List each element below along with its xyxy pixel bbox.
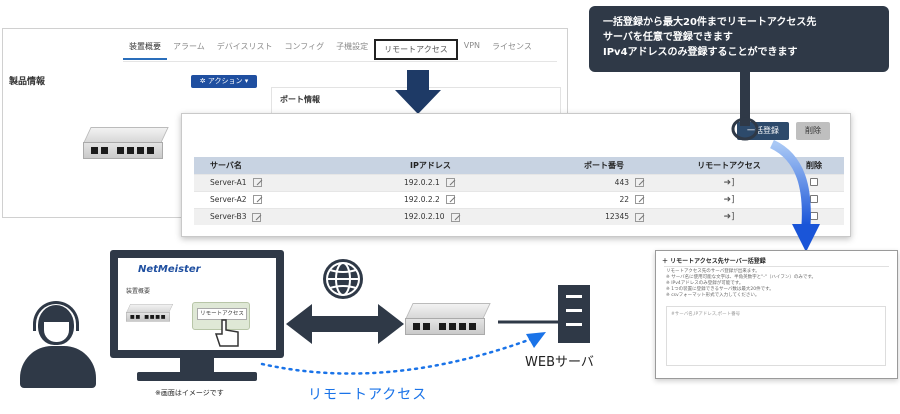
column-header-remote-access: リモートアクセス — [674, 157, 784, 174]
down-arrow-icon — [395, 70, 441, 114]
port-cell: 12345 — [605, 212, 629, 221]
dialog-divider — [664, 266, 889, 267]
tab-bar: 装置概要 アラーム デバイスリスト コンフィグ 子機設定 リモートアクセス VP… — [123, 39, 538, 60]
router-device-image — [83, 127, 169, 161]
dialog-instructions: リモートアクセス先のサーバ登録が出来ます。 ※ サーバ名に使用可能な文字は、半角… — [666, 269, 816, 298]
headset-icon — [33, 301, 79, 331]
edit-icon[interactable] — [445, 195, 455, 205]
user-face-icon — [44, 322, 69, 342]
edit-icon[interactable] — [635, 212, 644, 222]
screen-device-label: 装置概要 — [126, 288, 151, 295]
screen-remote-access-button[interactable]: リモートアクセス — [192, 302, 250, 330]
monitor-screen: NetMeister 装置概要 リモートアクセス — [118, 258, 276, 350]
csv-input-placeholder: #サーバ名,IPアドレス,ポート番号 — [671, 312, 741, 317]
delete-button[interactable]: 削除 — [796, 122, 830, 140]
callout-circle-icon — [731, 117, 759, 141]
edit-icon[interactable] — [252, 212, 262, 222]
tab-device-list[interactable]: デバイスリスト — [216, 42, 273, 51]
callout-line-3: IPv4アドレスのみ登録することができます — [603, 47, 798, 58]
monitor-base — [137, 372, 257, 381]
bulk-register-button[interactable]: 一括登録 — [737, 122, 789, 140]
monitor-icon: NetMeister 装置概要 リモートアクセス — [110, 250, 284, 358]
screen-router-image — [126, 304, 174, 323]
tab-remote-access[interactable]: リモートアクセス — [374, 39, 458, 60]
netmeister-logo: NetMeister — [138, 264, 201, 275]
csv-input-textarea[interactable]: #サーバ名,IPアドレス,ポート番号 — [666, 306, 886, 366]
edit-icon[interactable] — [635, 195, 644, 205]
column-header-server-name: サーバ名 — [194, 157, 394, 174]
bulk-register-dialog: ＋ リモートアクセス先サーバー括登録 リモートアクセス先のサーバ登録が出来ます。… — [655, 250, 898, 379]
remote-access-path — [260, 332, 546, 375]
tab-child-settings[interactable]: 子機設定 — [336, 42, 369, 51]
user-body-icon — [20, 346, 96, 388]
remote-access-server-panel: 一括登録 削除 サーバ名 IPアドレス ポート番号 リモートアクセス 削除 Se… — [181, 113, 851, 237]
tab-divider — [123, 61, 557, 62]
table-row: Server-B3 192.0.2.10 12345 ➜] — [194, 207, 844, 225]
table-row: Server-A1 192.0.2.1 443 ➜] — [194, 173, 844, 191]
remote-access-icon[interactable]: ➜] — [723, 177, 735, 188]
remote-access-icon[interactable]: ➜] — [723, 211, 735, 222]
monitor-stand — [180, 358, 214, 372]
curved-arrow-icon — [769, 140, 820, 252]
callout-line-2: サーバを任意で登録できます — [603, 32, 733, 43]
port-info-title: ポート情報 — [280, 95, 320, 104]
column-header-ip: IPアドレス — [394, 157, 534, 174]
image-note: ※画面はイメージです — [155, 389, 224, 397]
server-name-cell: Server-B3 — [210, 212, 247, 221]
tab-vpn[interactable]: VPN — [463, 41, 481, 50]
action-dropdown-button[interactable]: ✲ アクション ▾ — [191, 75, 257, 88]
callout-pointer — [740, 71, 750, 126]
remote-access-icon[interactable]: ➜] — [723, 194, 735, 205]
edit-icon[interactable] — [450, 212, 460, 222]
edit-icon[interactable] — [252, 195, 262, 205]
edit-icon[interactable] — [445, 178, 455, 188]
port-cell: 22 — [619, 194, 629, 204]
delete-checkbox[interactable] — [810, 177, 818, 186]
tab-device-overview[interactable]: 装置概要 — [123, 39, 167, 60]
server-icon — [558, 285, 590, 343]
tab-license[interactable]: ライセンス — [492, 42, 532, 51]
bidirectional-arrow-icon — [286, 304, 404, 344]
server-name-cell: Server-A2 — [210, 194, 247, 204]
edit-icon[interactable] — [635, 178, 644, 188]
ip-cell: 192.0.2.2 — [404, 194, 440, 204]
ip-cell: 192.0.2.1 — [404, 177, 440, 187]
hand-pointer-icon — [214, 319, 239, 347]
globe-icon — [323, 259, 363, 299]
delete-checkbox[interactable] — [810, 194, 818, 203]
remote-access-label: リモートアクセス — [308, 387, 428, 403]
tab-alarm[interactable]: アラーム — [173, 42, 205, 51]
server-table: サーバ名 IPアドレス ポート番号 リモートアクセス 削除 Server-A1 … — [194, 157, 844, 225]
web-server-label: WEBサーバ — [525, 355, 594, 370]
server-name-cell: Server-A1 — [210, 177, 247, 187]
dialog-title: ＋ リモートアクセス先サーバー括登録 — [662, 258, 766, 265]
connection-line — [498, 320, 560, 324]
table-row: Server-A2 192.0.2.2 22 ➜] — [194, 190, 844, 208]
port-cell: 443 — [614, 177, 629, 187]
product-title: 製品情報 — [9, 77, 46, 87]
tab-config[interactable]: コンフィグ — [284, 42, 325, 51]
router-device-image — [405, 303, 491, 337]
column-header-port: ポート番号 — [534, 157, 674, 174]
feature-callout: 一括登録から最大20件までリモートアクセス先 サーバを任意で登録できます IPv… — [589, 6, 889, 72]
callout-line-1: 一括登録から最大20件までリモートアクセス先 — [603, 17, 817, 28]
edit-icon[interactable] — [252, 178, 262, 188]
ip-cell: 192.0.2.10 — [404, 212, 445, 221]
